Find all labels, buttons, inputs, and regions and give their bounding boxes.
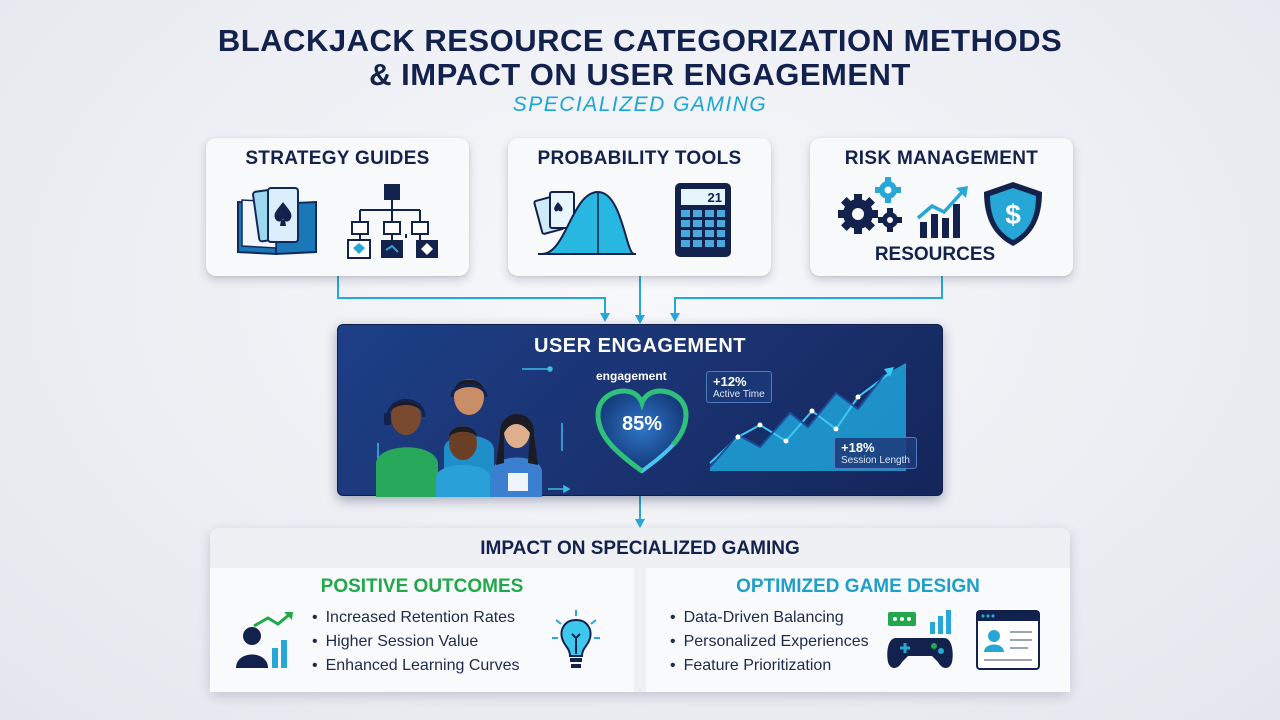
engagement-title: USER ENGAGEMENT — [534, 335, 746, 357]
category-card-risk-management[interactable]: RISK MANAGEMENT — [810, 138, 1073, 276]
probability-curve-icon — [533, 190, 636, 255]
impact-title: IMPACT ON SPECIALIZED GAMING — [480, 538, 800, 559]
calculator-icon — [675, 183, 731, 257]
page-subtitle: SPECIALIZED GAMING — [512, 93, 768, 116]
category-card-strategy-guides[interactable]: STRATEGY GUIDES — [206, 138, 469, 276]
list-item: Personalized Experiences — [670, 630, 869, 654]
gamepad-icon — [887, 610, 953, 668]
lightbulb-icon — [552, 610, 600, 668]
growth-chart-icon — [916, 186, 968, 238]
stat-label: Session Length — [841, 455, 910, 466]
panel-title: OPTIMIZED GAME DESIGN — [736, 576, 980, 597]
svg-text:$: $ — [1005, 199, 1021, 230]
positive-outcomes-list: Increased Retention Rates Higher Session… — [312, 606, 520, 678]
dollar-shield-icon: $ — [984, 182, 1042, 246]
page-title: BLACKJACK RESOURCE CATEGORIZATION METHOD… — [217, 23, 1063, 58]
user-growth-icon — [236, 612, 293, 668]
user-profile-window-icon — [976, 610, 1040, 670]
card-title: STRATEGY GUIDES — [245, 148, 430, 169]
gears-icon — [838, 177, 902, 234]
card-footer-label: RESOURCES — [874, 244, 996, 265]
list-item: Enhanced Learning Curves — [312, 654, 520, 678]
calculator-display: 21 — [707, 190, 722, 205]
card-title: RISK MANAGEMENT — [844, 148, 1039, 169]
stat-value: +12% — [713, 374, 747, 389]
stat-value: +18% — [841, 440, 875, 455]
user-engagement-panel: USER ENGAGEMENT engagement — [337, 324, 943, 497]
stat-box-session-length: +18% Session Length — [834, 437, 917, 469]
engagement-heart-gauge — [595, 388, 689, 474]
positive-outcomes-panel: POSITIVE OUTCOMES Increased Retention Ra… — [210, 568, 634, 692]
list-item: Higher Session Value — [312, 630, 520, 654]
optimized-game-design-panel: OPTIMIZED GAME DESIGN Data-Driven Balanc… — [646, 568, 1070, 692]
gauge-value: 85% — [621, 413, 663, 435]
category-card-probability-tools[interactable]: PROBABILITY TOOLS 21 — [508, 138, 771, 276]
list-item: Increased Retention Rates — [312, 606, 520, 630]
users-group-icon — [376, 366, 571, 497]
page-title-line2: & IMPACT ON USER ENGAGEMENT — [369, 57, 911, 92]
card-book-icon — [237, 187, 317, 256]
list-item: Data-Driven Balancing — [670, 606, 869, 630]
list-item: Feature Prioritization — [670, 654, 869, 678]
impact-section: IMPACT ON SPECIALIZED GAMING POSITIVE OU… — [210, 528, 1070, 692]
stat-label: Active Time — [713, 389, 765, 400]
panel-title: POSITIVE OUTCOMES — [320, 576, 524, 597]
decision-tree-icon — [347, 184, 438, 259]
card-title: PROBABILITY TOOLS — [537, 148, 742, 169]
game-design-list: Data-Driven Balancing Personalized Exper… — [670, 606, 869, 678]
stat-box-active-time: +12% Active Time — [706, 371, 772, 403]
gauge-label: engagement — [596, 369, 667, 383]
